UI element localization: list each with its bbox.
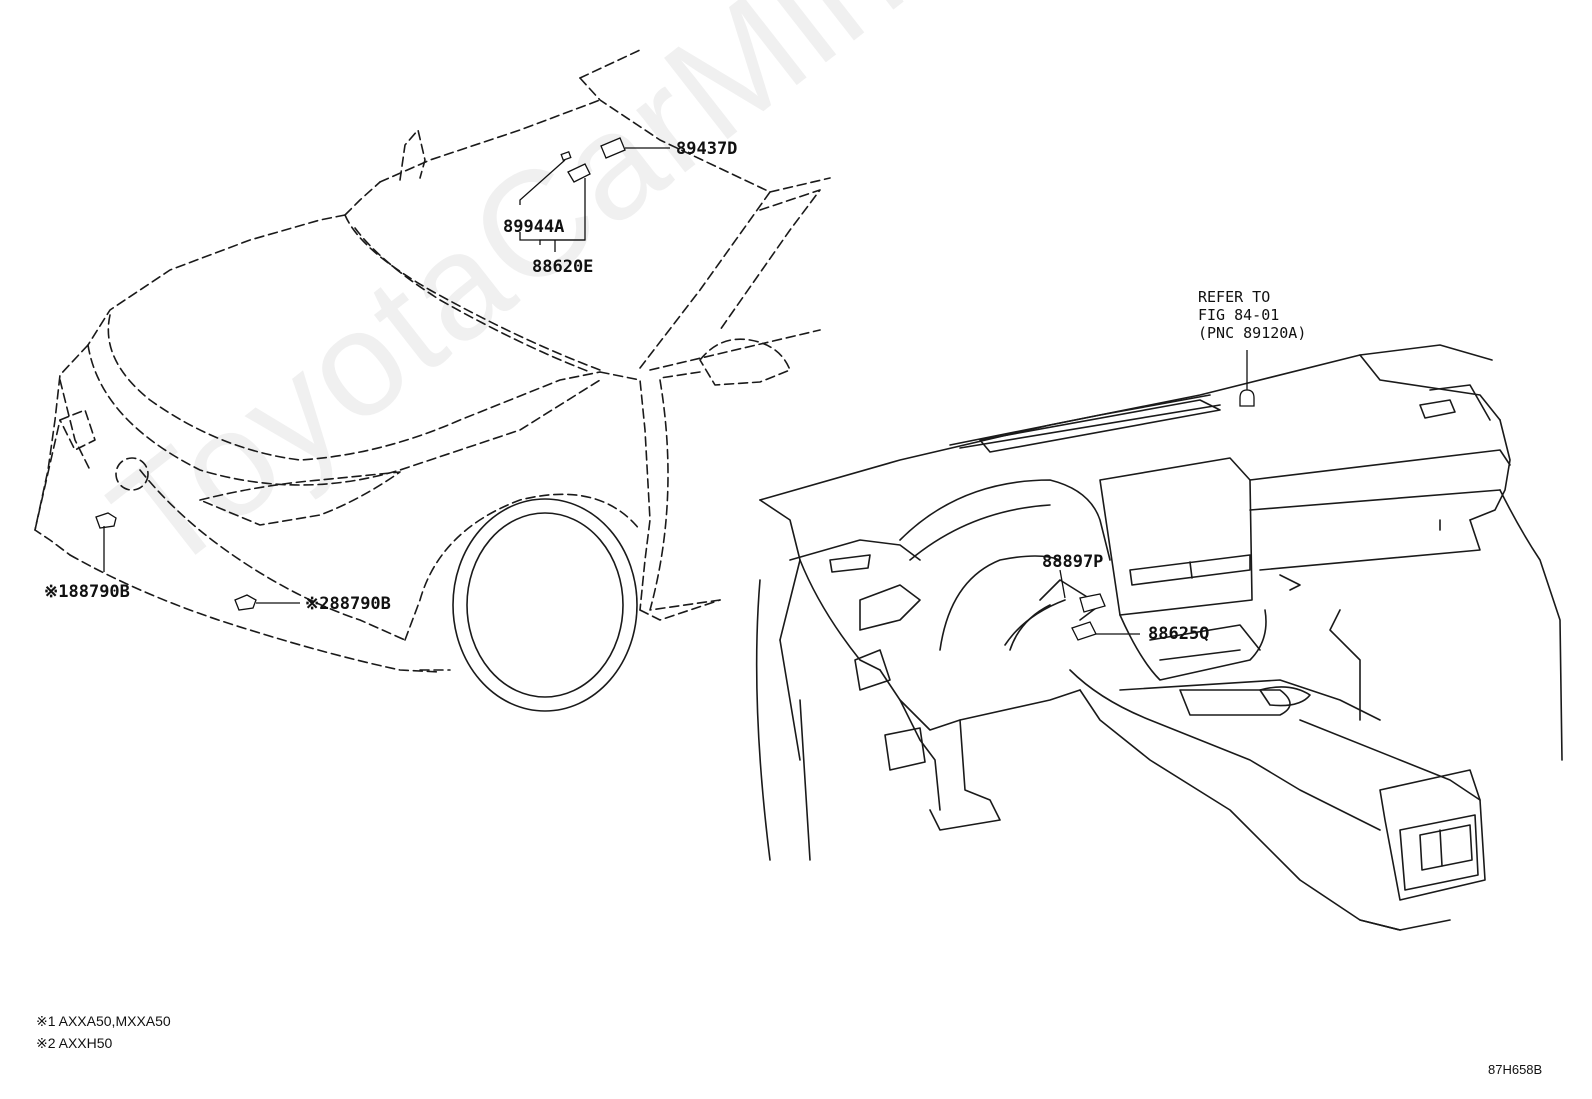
- callout-88620E[interactable]: 88620E: [532, 257, 594, 277]
- callout-88897P[interactable]: 88897P: [1042, 552, 1104, 572]
- callout-88790B-variant1[interactable]: ※188790B: [44, 583, 130, 601]
- variant-mark-1: ※1: [44, 582, 69, 602]
- footnote-2: ※2 AXXH50: [36, 1035, 113, 1051]
- callout-88625Q[interactable]: 88625Q: [1148, 624, 1210, 644]
- refer-to-note: REFER TO FIG 84-01 (PNC 89120A): [1198, 288, 1306, 342]
- car-illustration: [34, 49, 831, 712]
- callout-89944A[interactable]: 89944A: [503, 217, 565, 237]
- footnote-1: ※1 AXXA50,MXXA50: [36, 1013, 171, 1029]
- refer-line-1: REFER TO: [1198, 288, 1271, 306]
- callout-89437D[interactable]: 89437D: [676, 139, 738, 159]
- callout-88790B-variant2[interactable]: ※288790B: [305, 595, 391, 613]
- figure-code: 87H658B: [1488, 1062, 1543, 1077]
- refer-line-2[interactable]: FIG 84-01: [1198, 306, 1280, 324]
- callout-88790B-text: 88790B: [329, 594, 391, 614]
- dashboard-illustration: [755, 344, 1563, 931]
- variant-mark-2: ※2: [305, 594, 330, 614]
- callout-88790B-text: 88790B: [68, 582, 130, 602]
- refer-line-3: (PNC 89120A): [1198, 324, 1307, 342]
